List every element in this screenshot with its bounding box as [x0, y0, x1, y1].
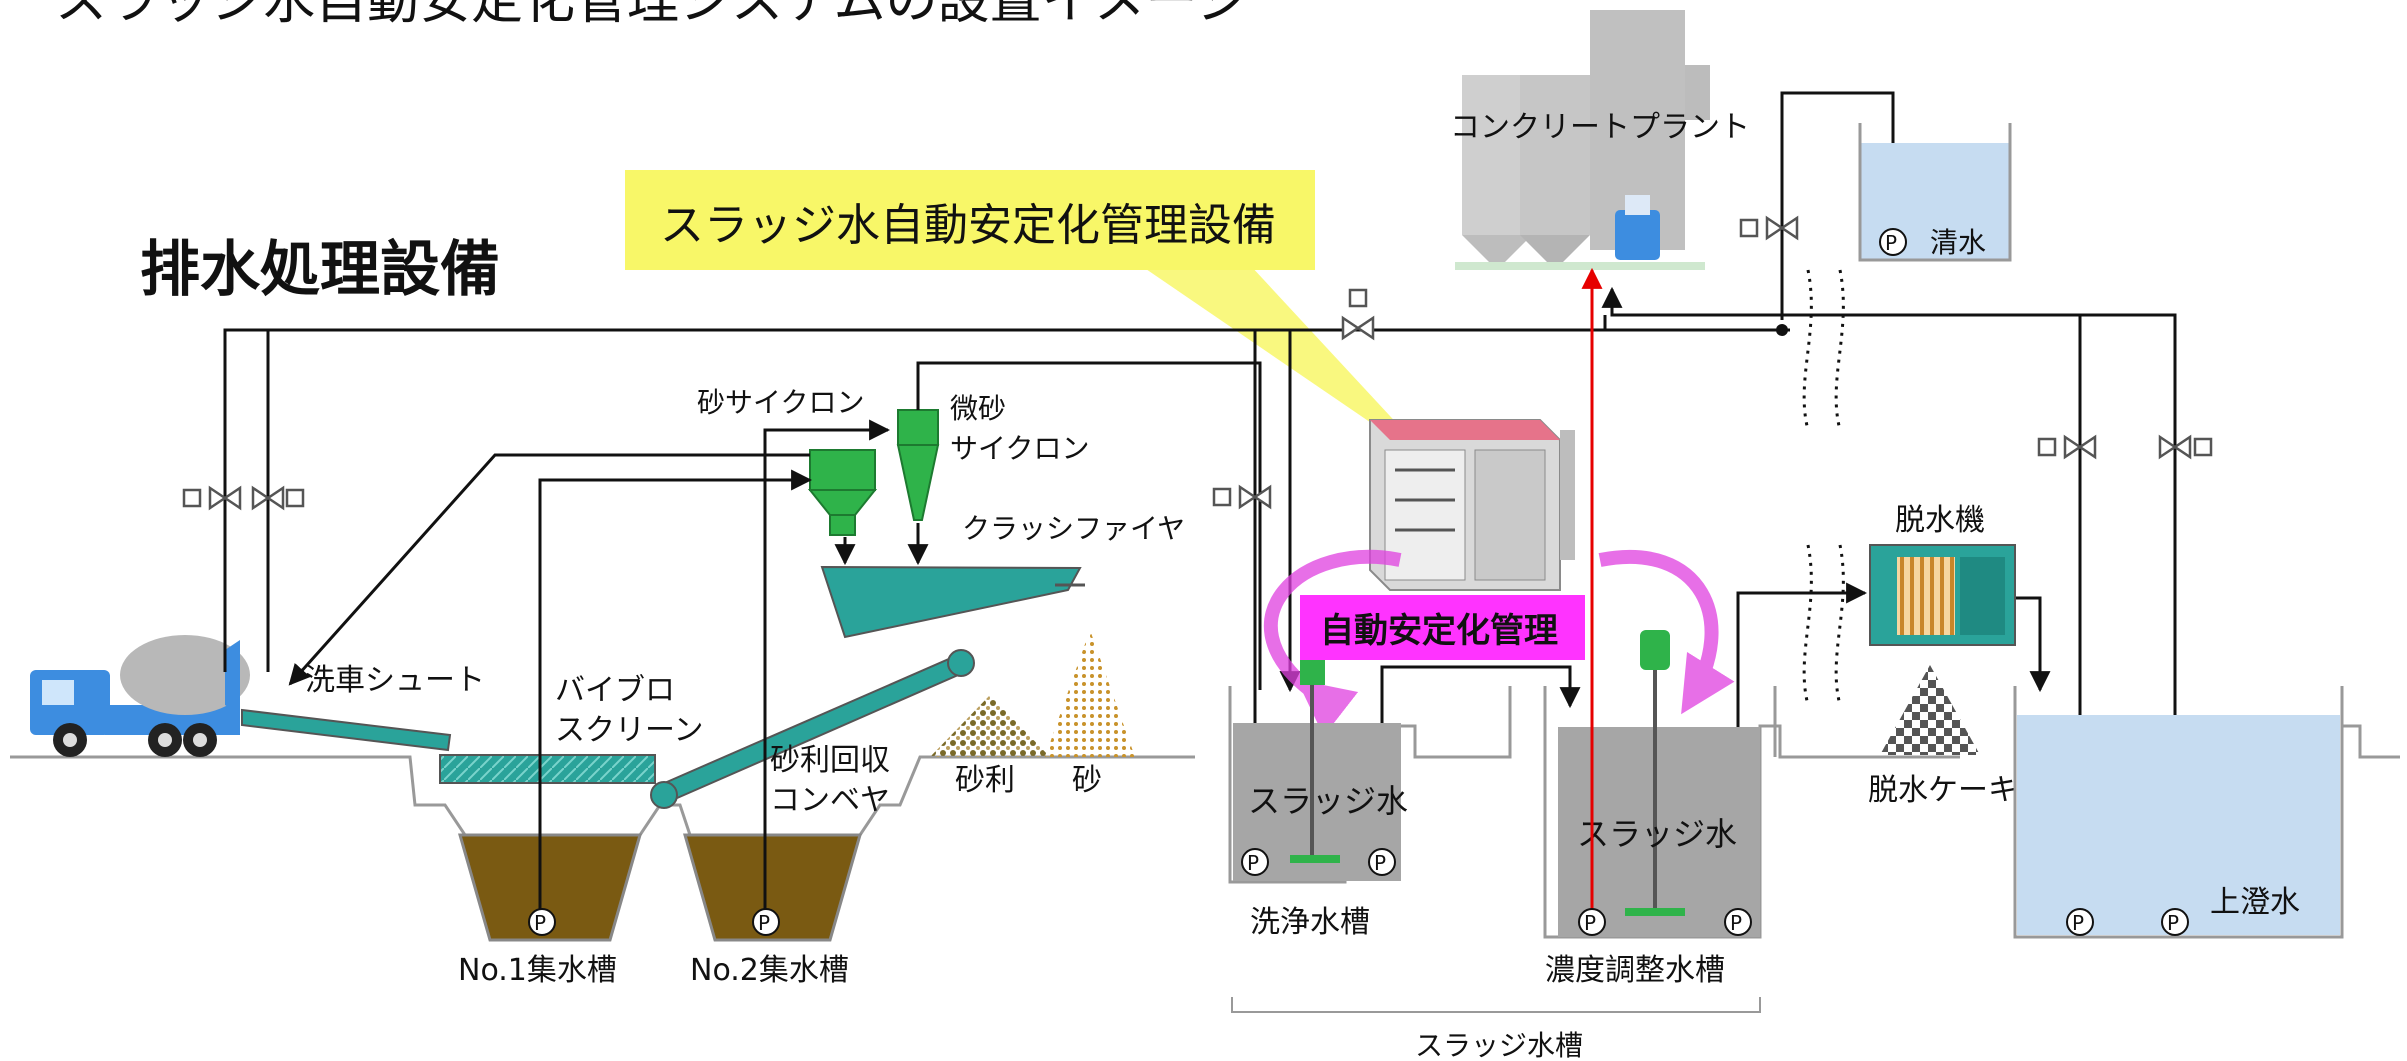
vibro-screen-label-1: バイブロ — [555, 673, 675, 708]
pump-wash-left: P — [1241, 848, 1269, 876]
fine-sand-cyclone-label-1: 微砂 — [950, 392, 1006, 425]
mixer-truck — [30, 635, 250, 757]
dewatering-machine — [1869, 544, 2016, 646]
gravel-conveyor — [650, 649, 975, 809]
vibro-screen-label-2: スクリーン — [555, 713, 704, 748]
svg-text:P: P — [534, 911, 546, 935]
section-label: 排水処理設備 — [140, 235, 500, 305]
pit1-label: No.1集水槽 — [458, 953, 617, 988]
dewatering-machine-label: 脱水機 — [1895, 503, 1985, 538]
pump-conc-left: P — [1578, 908, 1606, 936]
pit-2: No.2集水槽 — [683, 833, 862, 988]
svg-text:P: P — [758, 911, 770, 935]
classifier-label: クラッシファイヤ — [962, 512, 1185, 545]
svg-text:P: P — [1247, 851, 1259, 875]
pit2-label: No.2集水槽 — [690, 953, 849, 988]
gravel-label: 砂利 — [955, 763, 1015, 798]
supernatant-tank — [2013, 686, 2344, 939]
clean-water-label: 清水 — [1930, 226, 1986, 259]
washing-chute — [241, 708, 452, 752]
svg-text:P: P — [1885, 231, 1897, 255]
valves — [182, 215, 2213, 511]
svg-text:P: P — [1374, 851, 1386, 875]
concentration-tank-label: 濃度調整水槽 — [1545, 953, 1725, 988]
sand-pile — [1045, 630, 1135, 757]
pump-super-right: P — [2161, 908, 2189, 936]
concrete-plant-label: コンクリートプラント — [1450, 110, 1750, 145]
sand-label: 砂 — [1072, 763, 1102, 798]
pump-pit2: P — [752, 908, 780, 936]
svg-text:P: P — [2167, 911, 2179, 935]
sludge-water-b-label: スラッジ水 — [1577, 815, 1737, 853]
callout-text: スラッジ水自動安定化管理設備 — [660, 200, 1276, 251]
fine-sand-cyclone-label-2: サイクロン — [950, 432, 1089, 465]
concentration-tank — [1558, 630, 1760, 937]
badge-text: 自動安定化管理 — [1320, 611, 1558, 651]
sludge-tanks-label: スラッジ水槽 — [1415, 1029, 1583, 1061]
gravel-conveyor-label-1: 砂利回収 — [770, 743, 890, 778]
callout: スラッジ水自動安定化管理設備 — [625, 170, 1440, 470]
svg-text:P: P — [1730, 911, 1742, 935]
supernatant-label: 上澄水 — [2210, 885, 2300, 920]
pit-1: No.1集水槽 — [458, 833, 642, 988]
pump-pit1: P — [528, 908, 556, 936]
dewatered-cake-label: 脱水ケーキ — [1868, 773, 2018, 808]
svg-text:P: P — [1584, 911, 1596, 935]
svg-text:P: P — [2072, 911, 2084, 935]
pump-conc-right: P — [1724, 908, 1752, 936]
concrete-plant — [1455, 10, 1710, 270]
wash-tank — [1233, 660, 1401, 881]
sand-cyclone — [807, 449, 878, 536]
sand-cyclone-label: 砂サイクロン — [697, 386, 864, 419]
fine-sand-cyclone — [896, 409, 940, 521]
sludge-tanks-bracket — [1231, 997, 1761, 1013]
vibro-screen — [439, 754, 656, 784]
washing-chute-label: 洗車シュート — [305, 663, 485, 698]
page-title: スラッジ水自動安定化管理システムの設置イメージ — [55, 0, 1248, 31]
classifier — [820, 565, 1082, 639]
gravel-pile — [930, 695, 1050, 757]
stabilization-badge: 自動安定化管理 — [1263, 549, 1735, 737]
dewatered-cake-pile — [1880, 665, 1980, 755]
pump-wash-right: P — [1368, 848, 1396, 876]
piping — [223, 91, 2177, 917]
stabilization-unit — [1369, 419, 1575, 591]
wash-tank-label: 洗浄水槽 — [1250, 905, 1370, 940]
sludge-water-a-label: スラッジ水 — [1248, 782, 1408, 820]
pumps: P P P P P P P P P — [528, 228, 2189, 936]
break-marks — [1802, 269, 1845, 706]
pump-clean-water: P — [1879, 228, 1907, 256]
pump-super-left: P — [2066, 908, 2094, 936]
gravel-conveyor-label-2: コンベヤ — [770, 783, 890, 818]
